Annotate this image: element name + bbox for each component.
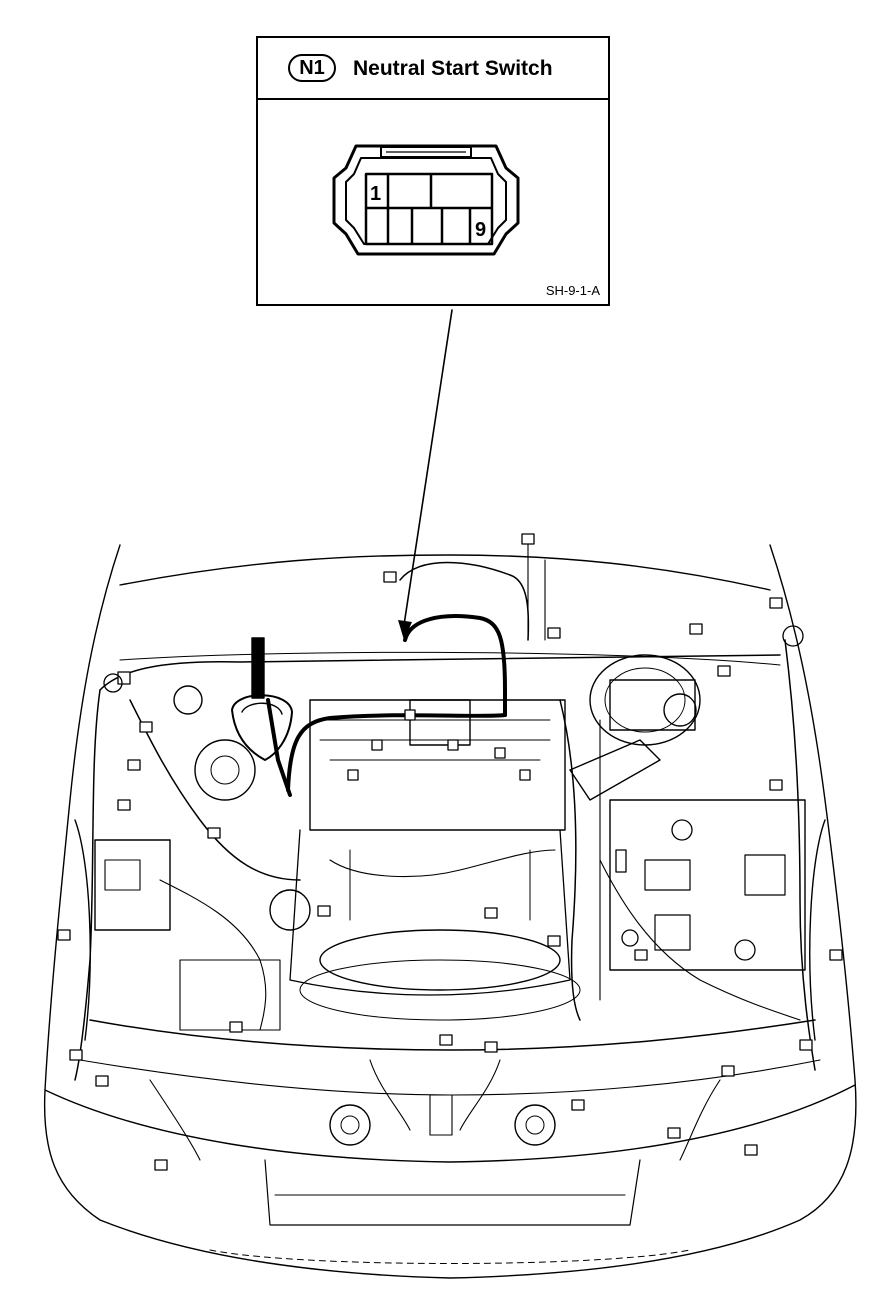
fuse-box: [94, 685, 311, 1031]
relay-box: [569, 739, 806, 971]
engine-block: [289, 699, 581, 1021]
leader-arrow: [398, 309, 453, 640]
grommets: [103, 625, 804, 961]
shift-lever-boot: [231, 637, 293, 761]
car-body-outline: [43, 544, 857, 1279]
diagram-reference-code: SH-9-1-A: [545, 283, 600, 298]
callout-header: N1 Neutral Start Switch: [258, 38, 608, 100]
connector-face-drawing: 1 9: [332, 144, 520, 256]
harness-connectors: [57, 533, 843, 1171]
pin-label-last: 9: [475, 219, 486, 241]
connector-code-badge: N1: [288, 54, 336, 82]
wiring-harness: [74, 539, 821, 1161]
brake-booster: [589, 654, 701, 746]
pin-label-first: 1: [370, 183, 381, 205]
neutral-start-switch-harness: [266, 614, 507, 797]
lamp-sockets: [329, 1094, 556, 1146]
connector-callout-box: N1 Neutral Start Switch 1 9 SH-9-1-A: [256, 36, 610, 306]
connector-title: Neutral Start Switch: [353, 57, 553, 80]
